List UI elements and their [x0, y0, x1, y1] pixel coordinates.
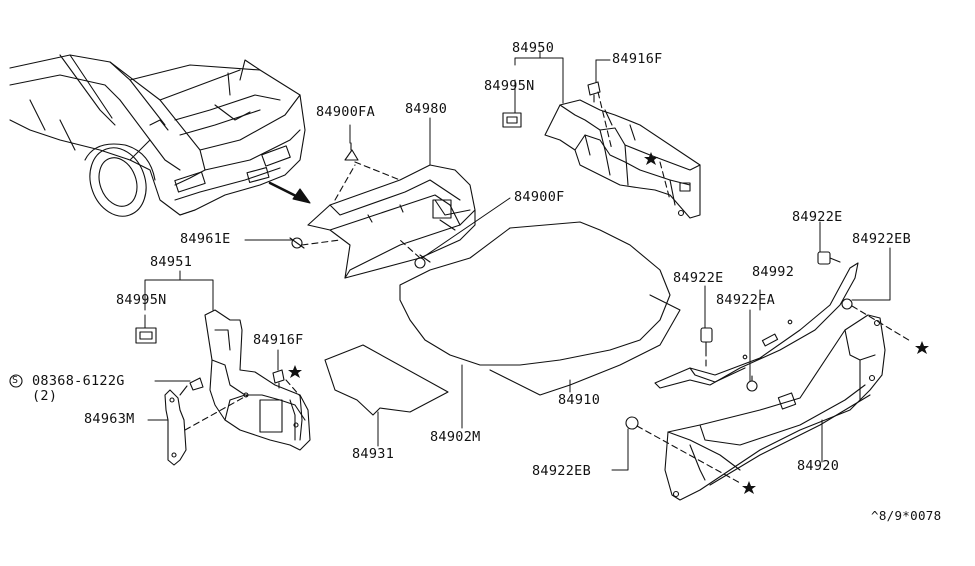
part-84931-mat	[325, 345, 448, 415]
screw-84916F-top	[588, 82, 600, 102]
leader-lines	[145, 52, 890, 470]
clip-84980-lower	[415, 258, 425, 268]
part-84910-mat	[490, 295, 680, 395]
direction-arrow-icon	[270, 183, 310, 203]
label-bolt-quantity: (2)	[32, 388, 58, 404]
label-84900F: 84900F	[514, 189, 565, 205]
label-84922E-top: 84922E	[792, 209, 843, 225]
label-84916F-left: 84916F	[253, 332, 304, 348]
label-bolt-08368: 08368-6122G	[32, 373, 125, 389]
label-84922EA: 84922EA	[716, 292, 775, 308]
label-84922EB-bottom: 84922EB	[532, 463, 591, 479]
vehicle-illustration	[10, 55, 305, 224]
clip-84922EB-bottom	[626, 417, 638, 429]
diagram-reference-code: ^8/9*0078	[871, 508, 942, 523]
label-84995N-top: 84995N	[484, 78, 535, 94]
label-84963M: 84963M	[84, 411, 135, 427]
clip-84922EB-top	[842, 299, 852, 309]
bolt-08368	[180, 378, 203, 395]
part-84950-side-trim	[545, 100, 700, 218]
part-84951-side-trim	[205, 310, 310, 450]
clip-84961E	[290, 238, 304, 248]
label-84920: 84920	[797, 458, 840, 474]
bolt-symbol-letter: S	[12, 375, 19, 386]
label-84931: 84931	[352, 446, 395, 462]
label-84922E-mid: 84922E	[673, 270, 724, 286]
clip-84922E-mid	[701, 328, 712, 350]
bolt-symbol-circle	[10, 375, 22, 387]
label-84950: 84950	[512, 40, 555, 56]
part-84902M-trunk-mat	[400, 222, 670, 365]
clip-84995N-left	[136, 328, 156, 343]
label-84900FA: 84900FA	[316, 104, 375, 120]
clip-84995N-top	[503, 113, 521, 127]
reference-star-icons	[288, 152, 929, 494]
label-84951: 84951	[150, 254, 193, 270]
part-84963M-bracket	[165, 390, 186, 465]
clip-84922E-top	[818, 252, 840, 264]
label-84910: 84910	[558, 392, 601, 408]
label-84961E: 84961E	[180, 231, 231, 247]
label-84980: 84980	[405, 101, 448, 117]
part-84920-rear-panel	[665, 315, 885, 500]
label-84995N-left: 84995N	[116, 292, 167, 308]
screw-84916F-left	[273, 370, 284, 388]
label-84922EB-top: 84922EB	[852, 231, 911, 247]
part-84980-trunk-panel	[308, 165, 475, 278]
part-84992-trim-rail	[655, 263, 858, 388]
clip-84900FA	[345, 143, 358, 160]
label-84916F-top: 84916F	[612, 51, 663, 67]
label-84992: 84992	[752, 264, 795, 280]
label-84902M: 84902M	[430, 429, 481, 445]
